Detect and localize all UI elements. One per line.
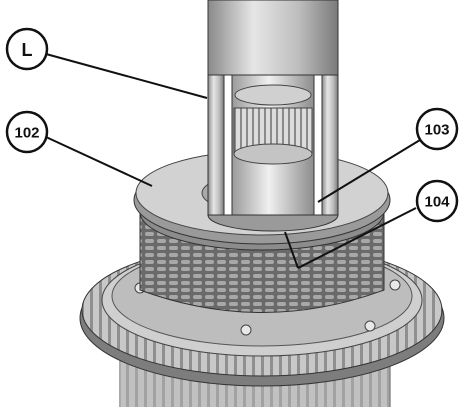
inner-shaft-window [207, 74, 339, 216]
leader-line-102 [45, 136, 153, 187]
callout-label-102: 102 [14, 125, 39, 142]
leader-line-103 [317, 139, 421, 203]
callout-label-103: 103 [424, 122, 449, 139]
callout-label-104: 104 [424, 194, 450, 211]
callout-104: 104 [415, 179, 459, 223]
leader-line-L [45, 53, 208, 99]
leader-lines [45, 53, 421, 269]
leader-line-104a [297, 207, 417, 269]
callout-103: 103 [415, 107, 459, 151]
callout-102: 102 [5, 110, 49, 154]
callout-label-L: L [22, 40, 33, 60]
gear-bolts [134, 279, 401, 336]
leader-line-104b [284, 231, 299, 269]
callout-L: L [5, 27, 49, 71]
